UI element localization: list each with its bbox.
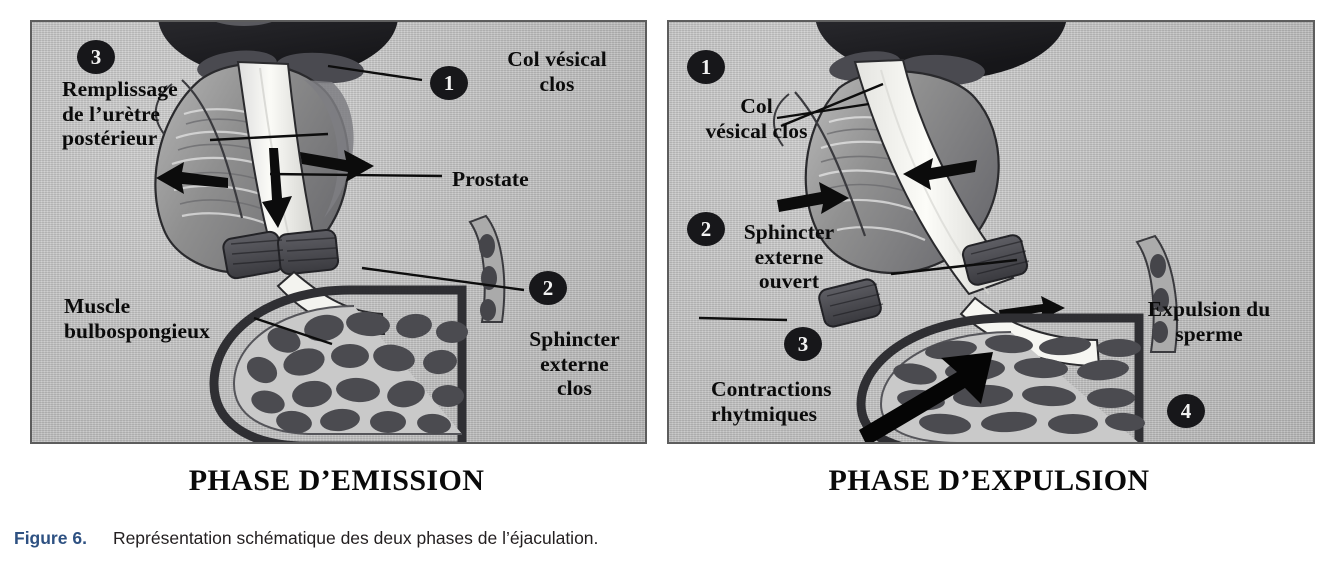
emission-anatomy-illustration xyxy=(154,22,525,442)
label-prostate: Prostate xyxy=(452,167,529,191)
badge-3: 3 xyxy=(784,327,822,361)
label-muscle-bulbospongieux: Muscle bulbospongieux xyxy=(64,294,210,343)
badge-4: 4 xyxy=(1167,394,1205,428)
label-expulsion-du-sperme: Expulsion du sperme xyxy=(1147,297,1271,346)
figure-caption: Figure 6. Représentation schématique des … xyxy=(14,528,598,549)
panel-phase-emission: 3 1 2 Remplissage de l’urètre postérieur… xyxy=(30,20,647,444)
arrow-contraction-right xyxy=(903,158,977,190)
arrow-compression-left xyxy=(156,162,228,194)
panel-phase-expulsion: 1 2 3 4 Col vésical clos Sphincter exter… xyxy=(667,20,1315,444)
corpus-spongiosum-texture xyxy=(893,334,1145,435)
badge-1: 1 xyxy=(687,50,725,84)
leader-lines xyxy=(698,82,1018,322)
figure-caption-text: Représentation schématique des deux phas… xyxy=(112,528,599,548)
label-col-vesical-clos: Col vésical clos xyxy=(705,94,808,143)
leader-lines xyxy=(209,64,525,346)
expulsion-anatomy-illustration xyxy=(698,22,1178,442)
label-remplissage-uretre-posterieur: Remplissage de l’urètre postérieur xyxy=(62,77,178,150)
label-col-vesical-clos: Col vésical clos xyxy=(507,47,607,96)
sphincter-externe-blocks xyxy=(222,228,340,280)
label-sphincter-externe-ouvert: Sphincter externe ouvert xyxy=(743,220,835,293)
badge-2: 2 xyxy=(687,212,725,246)
sphincter-externe-blocks-open xyxy=(818,234,1030,328)
badge-3: 3 xyxy=(77,40,115,74)
arrow-urethra-flow-down xyxy=(262,148,292,228)
label-sphincter-externe-clos: Sphincter externe clos xyxy=(529,327,620,400)
label-contractions-rhytmiques: Contractions rhytmiques xyxy=(711,377,832,426)
figure-number: Figure 6. xyxy=(14,528,87,548)
arrow-rhythmic-contraction-bold xyxy=(859,352,993,442)
arrow-contraction-left xyxy=(777,182,849,214)
phase-title-emission: PHASE D’EMISSION xyxy=(188,464,485,497)
badge-1: 1 xyxy=(430,66,468,100)
phase-title-expulsion: PHASE D’EXPULSION xyxy=(828,464,1150,497)
corpus-spongiosum-texture xyxy=(246,311,468,435)
badge-2: 2 xyxy=(529,271,567,305)
